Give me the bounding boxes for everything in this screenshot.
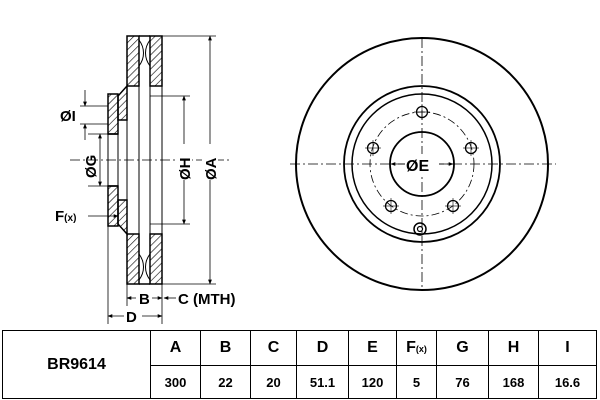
dim-a: ØA xyxy=(162,35,220,285)
value-b: 22 xyxy=(200,365,251,399)
dim-d-label: D xyxy=(126,309,137,326)
dim-e: ØE xyxy=(390,154,454,175)
header-i: I xyxy=(538,330,597,366)
dim-c-label: C (MTH) xyxy=(178,291,235,308)
disc-outer-edge xyxy=(295,37,549,291)
dim-b-label: B xyxy=(139,291,150,308)
value-g: 76 xyxy=(436,365,489,399)
header-f-sub: (x) xyxy=(415,344,427,354)
dim-e-label: ØE xyxy=(406,158,429,175)
header-d: D xyxy=(296,330,349,366)
bolt-hole xyxy=(414,104,430,120)
value-d: 51.1 xyxy=(296,365,349,399)
header-a: A xyxy=(150,330,201,366)
spec-header-row: BR9614 A B C D E F(x) G H I xyxy=(2,330,597,399)
value-i: 16.6 xyxy=(538,365,597,399)
locating-hole xyxy=(413,222,427,236)
header-f: F(x) xyxy=(396,330,437,366)
dim-h: ØH xyxy=(150,95,194,225)
hat-section xyxy=(107,84,163,236)
header-b: B xyxy=(200,330,251,366)
dim-d: D xyxy=(107,226,163,326)
bolt-hole xyxy=(365,140,381,156)
spec-value-row: 300 22 20 51.1 120 5 76 168 16.6 xyxy=(3,365,597,399)
header-c: C xyxy=(250,330,297,366)
friction-ring-top xyxy=(126,35,163,87)
dim-g-label: ØG xyxy=(83,155,100,178)
bolt-hole xyxy=(463,140,479,156)
dim-i: ØI xyxy=(60,90,108,140)
value-e: 120 xyxy=(348,365,397,399)
dim-g: ØG xyxy=(83,133,108,187)
bolt-holes xyxy=(365,104,479,214)
spec-table: BR9614 A B C D E F(x) G H I 300 22 20 51… xyxy=(2,330,597,399)
header-f-letter: F xyxy=(406,339,416,356)
part-number: BR9614 xyxy=(2,330,151,399)
centre-bore xyxy=(389,131,455,197)
friction-ring-bottom xyxy=(126,233,163,285)
dim-f: F(x) xyxy=(55,208,119,225)
front-view: ØE xyxy=(290,37,556,291)
header-h: H xyxy=(488,330,539,366)
dim-b: B xyxy=(126,284,163,308)
dim-f-label: F(x) xyxy=(55,208,76,225)
value-a: 300 xyxy=(150,365,201,399)
bolt-hole xyxy=(383,198,399,214)
hat-outer-ring xyxy=(343,85,501,243)
value-f: 5 xyxy=(396,365,437,399)
dim-a-label: ØA xyxy=(203,157,220,180)
dim-h-label: ØH xyxy=(177,158,194,181)
header-g: G xyxy=(436,330,489,366)
dim-c: C (MTH) xyxy=(163,291,235,308)
value-c: 20 xyxy=(250,365,297,399)
value-h: 168 xyxy=(488,365,539,399)
dim-i-label: ØI xyxy=(60,108,76,125)
header-e: E xyxy=(348,330,397,366)
bolt-hole xyxy=(445,198,461,214)
side-section-view: ØI ØG F(x) ØH xyxy=(55,35,235,326)
brake-disc-drawing: ØI ØG F(x) ØH xyxy=(55,35,556,326)
